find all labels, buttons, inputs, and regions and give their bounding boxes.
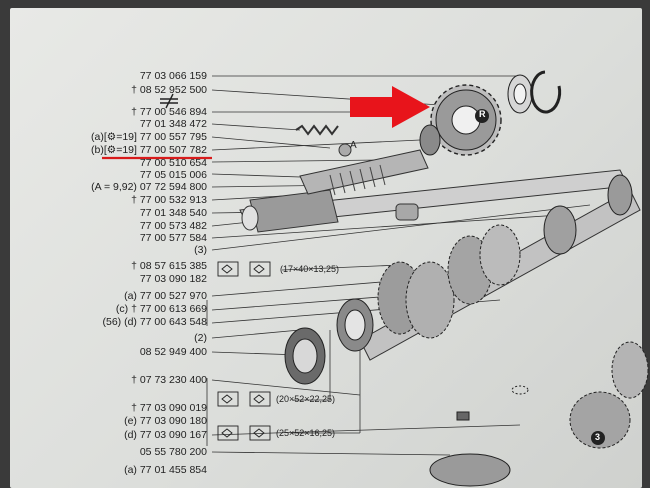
part-number-label: 77 03 066 159 [139, 70, 207, 82]
part-number-label: 05 55 780 200 [139, 446, 207, 458]
part-number-label: † 08 52 952 500 [131, 84, 207, 96]
thrust-washer [507, 74, 533, 114]
callout-three-marker: 3 [595, 432, 601, 442]
lower-gear-cluster [429, 341, 649, 487]
dimension-a-marker: A [350, 140, 357, 151]
part-number-label: (e) 77 03 090 180 [124, 415, 207, 427]
main-shaft-assembly [359, 174, 641, 361]
part-number-label: (3) [194, 244, 207, 256]
part-number-label: † 77 00 532 913 [131, 194, 207, 206]
dimension-label: (25×52×16,25) [276, 428, 336, 438]
part-number-label: (c) † 77 00 613 669 [115, 303, 207, 315]
part-number-label: 77 01 348 472 [139, 118, 207, 130]
part-number-label: (a) 77 00 527 970 [124, 290, 207, 302]
part-number-label: 77 01 348 540 [139, 207, 207, 219]
reverse-gear [419, 84, 502, 156]
part-number-label: (A = 9,92) 07 72 594 800 [91, 181, 207, 193]
red-arrow-indicator [350, 86, 430, 128]
dimension-label: (20×52×22,25) [276, 394, 336, 404]
input-shaft [239, 149, 629, 233]
reverse-gear-marker: R [479, 109, 486, 119]
tapered-bearing-small [336, 298, 374, 352]
small-bushing [395, 203, 419, 221]
part-number-label: 77 03 090 182 [139, 273, 207, 285]
key-part [456, 411, 470, 421]
part-number-label: † 08 57 615 385 [131, 260, 207, 272]
part-number-label: † 77 03 090 019 [131, 402, 207, 414]
part-number-label: 77 05 015 006 [139, 169, 207, 181]
part-number-label: (a)[⚙=19] 77 00 557 795 [91, 131, 207, 143]
tapered-bearing-large [284, 327, 326, 385]
part-number-label: † 07 73 230 400 [131, 374, 207, 386]
part-number-label: † 77 00 546 894 [131, 106, 207, 118]
part-number-label: (2) [194, 332, 207, 344]
part-number-label: 77 00 573 482 [139, 220, 207, 232]
part-number-label: (d) 77 03 090 167 [124, 429, 207, 441]
part-number-label: 77 00 510 654 [139, 157, 207, 169]
part-number-label: 77 00 577 584 [139, 232, 207, 244]
shim-icons [217, 261, 271, 441]
snap-ring-small [511, 385, 529, 395]
circlip [530, 70, 562, 114]
dimension-label: (17×40×13,25) [280, 264, 340, 274]
part-number-label: (56) (d) 77 00 643 548 [102, 316, 208, 328]
part-number-label: (b)[⚙=19] 77 00 507 782 [91, 144, 207, 156]
spring [295, 124, 352, 157]
part-number-label: (a) 77 01 455 854 [124, 464, 207, 476]
part-number-label: 08 52 949 400 [139, 346, 207, 358]
not-equal-mark [160, 93, 178, 109]
